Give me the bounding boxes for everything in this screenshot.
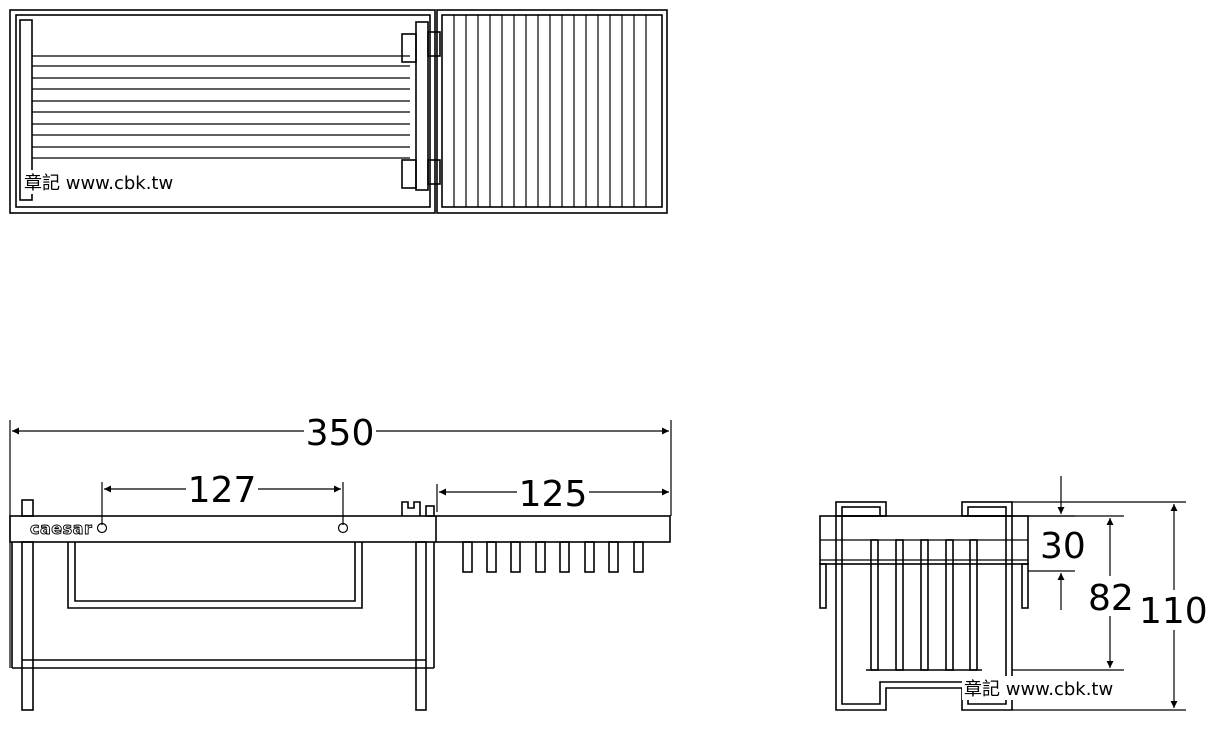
top-view-outer-frame bbox=[9, 9, 436, 214]
top-view-bracket-lower bbox=[401, 159, 417, 189]
front-leg-left bbox=[21, 541, 34, 711]
side-cap-right bbox=[961, 501, 1013, 517]
dim-125-label-backdrop bbox=[517, 473, 589, 513]
side-wall-left bbox=[819, 563, 827, 609]
side-cap-right-inner bbox=[967, 506, 1007, 517]
watermark-top-backdrop bbox=[22, 170, 198, 194]
top-view-inner-frame bbox=[15, 14, 431, 208]
dim-127-label: 127 bbox=[188, 470, 257, 511]
top-view-shelf-slats bbox=[453, 15, 647, 207]
dim-125-label: 125 bbox=[519, 474, 588, 515]
mount-hole-right bbox=[337, 522, 349, 534]
dim-127-label-backdrop bbox=[186, 470, 258, 510]
side-cap-left bbox=[835, 501, 887, 517]
dim-30-label: 30 bbox=[1040, 526, 1086, 567]
top-view-mount-plate bbox=[415, 21, 429, 191]
front-towel-bar-inner bbox=[74, 542, 356, 602]
mount-hole-left bbox=[96, 522, 108, 534]
top-view-end-bar bbox=[19, 19, 33, 201]
side-body-outer bbox=[835, 516, 1013, 711]
top-view-bracket-upper bbox=[401, 33, 417, 63]
front-leg-right bbox=[415, 541, 427, 711]
side-view: 30 82 110 章記 www.cbk.tw bbox=[819, 476, 1206, 711]
top-view-clip-lower bbox=[427, 159, 441, 185]
top-view-shelf-inner bbox=[441, 14, 663, 208]
dim-350-label-backdrop bbox=[304, 411, 376, 451]
top-view: 章記 www.cbk.tw bbox=[9, 9, 668, 214]
front-post-left-top bbox=[21, 499, 34, 517]
side-cap-left-inner bbox=[841, 506, 881, 517]
watermark-side: 章記 www.cbk.tw bbox=[964, 679, 1113, 700]
front-shelf-fingers bbox=[462, 541, 644, 573]
front-towel-bar-outer bbox=[67, 542, 363, 609]
dim-350-label: 350 bbox=[306, 413, 375, 454]
front-hook-cap bbox=[425, 505, 435, 517]
watermark-top: 章記 www.cbk.tw bbox=[24, 173, 173, 194]
top-view-shelf-outer bbox=[436, 9, 668, 214]
dim-110-label-backdrop bbox=[1138, 590, 1206, 630]
front-top-rail bbox=[9, 515, 671, 543]
dim-110-label: 110 bbox=[1139, 591, 1206, 632]
watermark-side-backdrop bbox=[962, 676, 1140, 700]
front-hook bbox=[401, 501, 421, 516]
side-wall-right bbox=[1021, 563, 1029, 609]
dim-82-label: 82 bbox=[1088, 578, 1134, 619]
dim-82-label-backdrop bbox=[1088, 576, 1134, 616]
brand-logo: caesar bbox=[30, 519, 92, 538]
side-body-inner bbox=[841, 516, 1007, 705]
front-view: 350 127 125 caesar bbox=[9, 411, 672, 711]
top-view-rods bbox=[32, 55, 410, 159]
top-view-clip-upper bbox=[427, 31, 441, 57]
